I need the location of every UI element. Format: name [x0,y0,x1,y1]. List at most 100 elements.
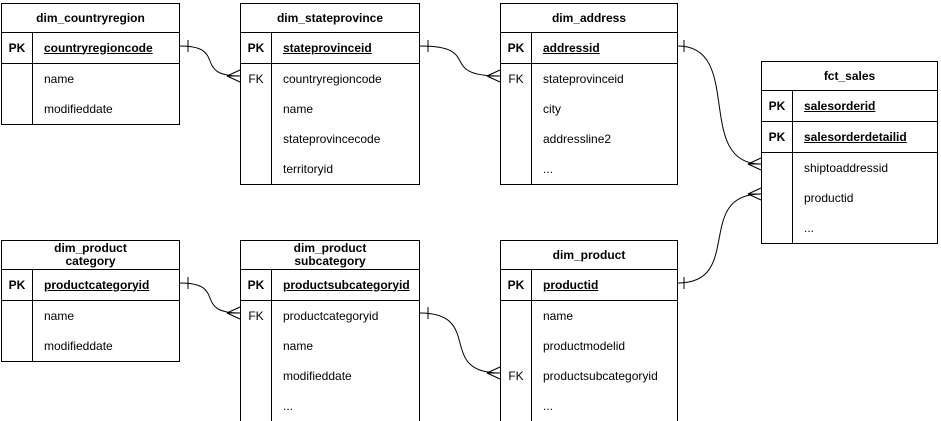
table-dim-product: dim_product PK productid name productmod… [500,240,678,421]
field-name: productsubcategoryid [283,277,410,292]
field-name: countryregioncode [44,40,153,55]
table-title-text: dim_countryregion [36,10,145,25]
field-name: productid [804,190,854,205]
table-dim-countryregion: dim_countryregion PK countryregioncode n… [1,3,180,125]
field-name: productcategoryid [44,277,150,292]
field-name: name [44,308,75,323]
key-badge: PK [241,33,272,63]
table-row: stateprovincecode [241,124,419,154]
edge-stateprovince-address [419,40,501,83]
table-title-text: dim_address [551,10,627,25]
key-badge [2,301,33,331]
table-title: dim_address [501,4,677,33]
many-cardinality-icon [486,366,501,380]
table-dim-product-subcategory: dim_product subcategory PK productsubcat… [240,240,420,421]
table-row: FK stateprovinceid [501,64,677,94]
table-row: PK productsubcategoryid [241,270,419,301]
key-badge: FK [241,301,272,331]
table-fct-sales: fct_sales PK salesorderid PK salesorderd… [761,61,938,244]
table-row: name [501,301,677,331]
table-row: territoryid [241,154,419,184]
table-row: ... [501,391,677,421]
key-badge: FK [241,64,272,94]
key-badge [241,124,272,154]
key-badge [241,331,272,361]
key-badge [501,391,532,421]
field-name: salesorderdetailid [804,129,907,144]
edge-address-fctsales [677,40,762,171]
table-row: FK productsubcategoryid [501,361,677,391]
table-title-text: dim_stateprovince [276,10,384,25]
key-badge [762,213,793,243]
key-badge [241,361,272,391]
table-row: name [241,331,419,361]
table-row: modifieddate [2,94,179,124]
key-badge: PK [501,270,532,300]
table-row: PK salesorderdetailid [762,122,937,153]
table-row: PK addressid [501,33,677,64]
field-name: name [283,338,314,353]
field-name: addressline2 [543,131,612,146]
key-badge [762,183,793,213]
field-name: addressid [543,40,600,55]
field-name: name [44,71,75,86]
edge-subcategory-product [419,307,501,380]
field-name: name [543,308,574,323]
table-row: name [2,64,179,94]
table-row: PK salesorderid [762,91,937,122]
many-cardinality-icon [226,306,241,320]
many-cardinality-icon [747,187,762,201]
table-row: shiptoaddressid [762,153,937,183]
table-title: fct_sales [762,62,937,91]
key-badge: FK [501,64,532,94]
key-badge: PK [762,122,793,152]
key-badge [2,331,33,361]
table-row: FK productcategoryid [241,301,419,331]
edge-productcategory-subcategory [179,277,241,320]
key-badge [501,94,532,124]
key-badge [501,154,532,184]
table-title-text: fct_sales [823,68,876,83]
edge-countryregion-stateprovince [179,40,241,83]
table-title: dim_stateprovince [241,4,419,33]
table-row: name [2,301,179,331]
field-name: ... [543,398,554,413]
table-row: ... [241,391,419,421]
key-badge [762,153,793,183]
table-title: dim_product subcategory [241,241,419,270]
field-name: modifieddate [283,368,352,383]
field-name: stateprovincecode [283,131,381,146]
table-title: dim_product category [2,241,179,270]
key-badge [501,301,532,331]
table-row: ... [762,213,937,243]
edge-product-fctsales [677,187,762,289]
field-name: city [543,101,561,116]
key-badge [2,94,33,124]
field-name: productcategoryid [283,308,379,323]
many-cardinality-icon [226,69,241,83]
field-name: salesorderid [804,98,876,113]
key-badge: PK [501,33,532,63]
field-name: shiptoaddressid [804,160,889,175]
table-row: PK countryregioncode [2,33,179,64]
table-title-text: category [65,254,116,268]
field-name: name [283,101,314,116]
table-title-text: dim_product [54,241,127,255]
field-name: ... [283,398,294,413]
field-name: productsubcategoryid [543,368,658,383]
table-title-text: subcategory [294,254,366,268]
key-badge [501,124,532,154]
field-name: productmodelid [543,338,626,353]
key-badge [2,64,33,94]
table-dim-stateprovince: dim_stateprovince PK stateprovinceid FK … [240,3,420,185]
field-name: stateprovinceid [543,71,624,86]
key-badge [501,331,532,361]
key-badge: PK [2,270,33,300]
many-cardinality-icon [747,157,762,171]
field-name: territoryid [283,161,334,176]
field-name: ... [543,161,554,176]
field-name: countryregioncode [283,71,382,86]
table-row: PK productcategoryid [2,270,179,301]
